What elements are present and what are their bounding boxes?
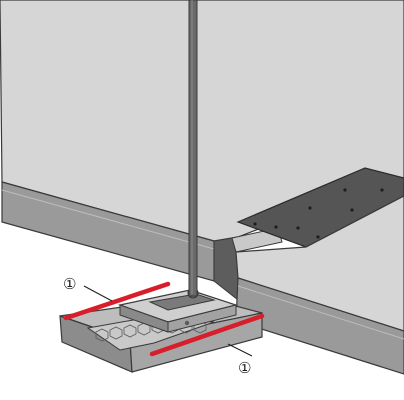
callout-leader-lower [227,343,253,357]
splice-plate-rivet [380,188,384,192]
seal-strips [63,281,265,357]
callout-leaders [83,285,253,357]
splice-plate-rivet [296,226,300,230]
splice-plate-rivet [350,208,354,212]
hanger-bracket [117,287,239,333]
seal-strip-upper [63,281,171,321]
callout-label-upper: ① [63,275,76,293]
splice-plate-rivet [274,225,278,229]
bracket-side [167,304,237,333]
lower-panel-edge-highlight [237,285,404,340]
splice-plate-rivet [253,222,257,226]
splice-plate-rivet [343,188,347,192]
bracket-slot [148,293,216,311]
splice-plate-body [236,167,404,248]
lower-panel [235,195,404,375]
upper-panel-edge-highlight [1,189,215,250]
seal-strip-lower [149,313,265,357]
bracket-screw [184,320,190,326]
hanger-rod [188,0,198,297]
lower-panel-top-face [235,195,404,332]
callout-leader-upper [83,285,113,302]
callout-label-lower: ① [238,359,251,377]
splice-plate [236,167,404,248]
splice-plate-rivet [316,235,320,239]
upper-panel [0,0,404,282]
splice-plate-rivet [308,206,312,210]
